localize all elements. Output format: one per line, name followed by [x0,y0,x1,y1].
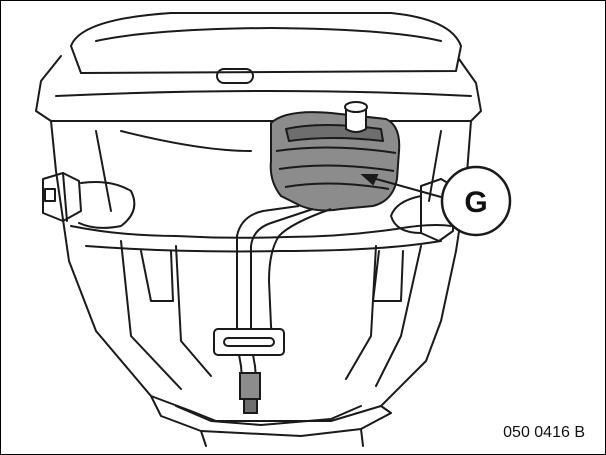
filter-part-g [269,111,401,212]
upper-flange [70,12,462,74]
filler-neck [344,101,368,133]
top-slot [216,68,254,84]
intake-pipe [236,205,332,392]
callout-label: G [464,186,487,219]
callout-leader [360,174,442,198]
pipe-bracket [213,328,285,356]
pipe-end-fitting [239,372,261,414]
casing-outline [50,120,472,422]
callout-badge: G [440,165,512,237]
lower-base [150,395,392,437]
figure-code: 050 0416 B [503,424,585,441]
